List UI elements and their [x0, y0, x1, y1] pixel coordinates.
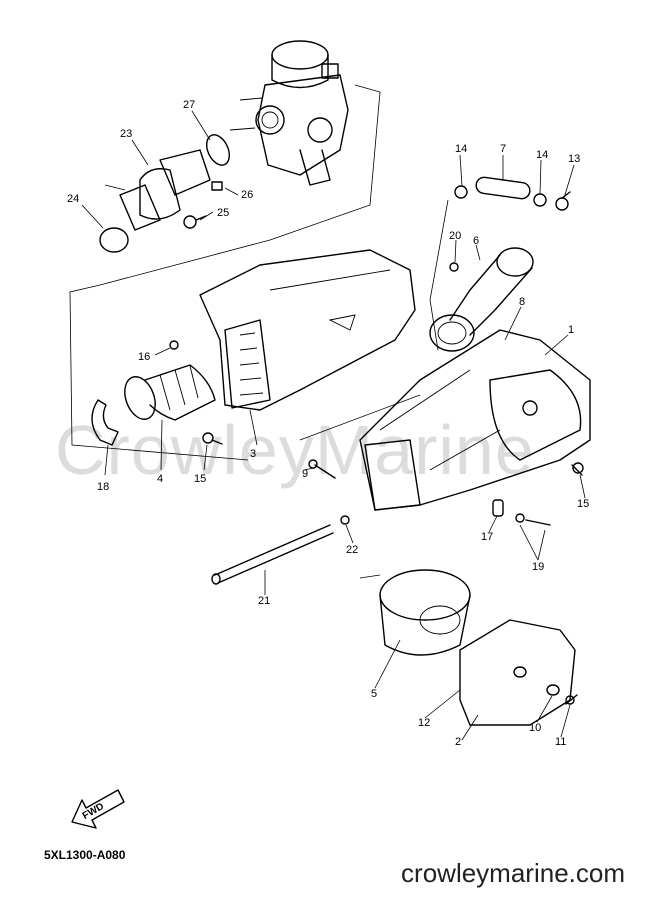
joint-4 — [124, 364, 216, 421]
callout-10: 10 — [529, 722, 541, 734]
callout-8: 8 — [519, 296, 525, 308]
callout-9: 9 — [302, 468, 308, 480]
o-ring-27 — [205, 134, 231, 166]
callout-27: 27 — [183, 99, 195, 111]
bolt-15-left — [202, 432, 223, 445]
callout-2: 2 — [455, 736, 461, 748]
callout-1: 1 — [568, 324, 574, 336]
callout-16: 16 — [138, 351, 150, 363]
callout-24: 24 — [67, 193, 79, 205]
air-cleaner-cover-1 — [359, 329, 591, 511]
washer-10 — [546, 684, 560, 696]
callout-21: 21 — [258, 595, 270, 607]
bolt-25 — [183, 215, 207, 229]
bolt-13 — [555, 191, 571, 211]
callout-numbers: 1 2 3 4 5 6 7 8 9 10 11 12 13 14 14 15 1… — [67, 99, 589, 748]
callout-7: 7 — [500, 143, 506, 155]
filter-element-5 — [379, 569, 471, 656]
callout-26: 26 — [241, 189, 253, 201]
callout-23: 23 — [120, 128, 132, 140]
forward-arrow-icon — [71, 789, 125, 829]
element-cover-2 — [459, 619, 576, 726]
site-name: crowleymarine.com — [401, 858, 625, 888]
collar-17 — [492, 499, 504, 517]
callout-19: 19 — [532, 561, 544, 573]
diagram-code: 5XL1300-A080 — [44, 848, 126, 862]
callout-3: 3 — [250, 448, 256, 460]
air-filter-case-3 — [199, 249, 416, 411]
nut-26 — [211, 181, 223, 191]
callout-12: 12 — [418, 717, 430, 729]
callout-11: 11 — [555, 736, 566, 748]
screw-9 — [308, 459, 336, 479]
carburetor — [229, 40, 349, 186]
screw-15-right — [571, 462, 584, 476]
callout-20: 20 — [449, 230, 461, 242]
callout-17: 17 — [481, 531, 493, 543]
callout-5: 5 — [371, 688, 377, 700]
callout-15a: 15 — [194, 473, 206, 485]
intake-duct-6 — [429, 247, 534, 352]
screw-11 — [565, 694, 578, 705]
callout-14a: 14 — [455, 143, 467, 155]
clamp-18 — [91, 399, 119, 446]
callout-4: 4 — [157, 473, 163, 485]
callout-18: 18 — [97, 481, 109, 493]
callout-14b: 14 — [536, 149, 548, 161]
screw-20 — [449, 262, 459, 272]
hose-21 — [211, 524, 334, 585]
tube-7 — [475, 176, 531, 200]
screw-16 — [169, 340, 179, 350]
clip-22 — [340, 515, 350, 525]
callout-15b: 15 — [577, 498, 589, 510]
callout-25: 25 — [217, 207, 229, 219]
leader-lines — [81, 110, 586, 741]
o-ring-24 — [99, 227, 129, 253]
callout-13: 13 — [568, 153, 580, 165]
screw-19 — [515, 513, 551, 526]
carburetor-joint-23 — [104, 149, 211, 231]
callout-6: 6 — [473, 235, 479, 247]
callout-22: 22 — [346, 544, 358, 556]
